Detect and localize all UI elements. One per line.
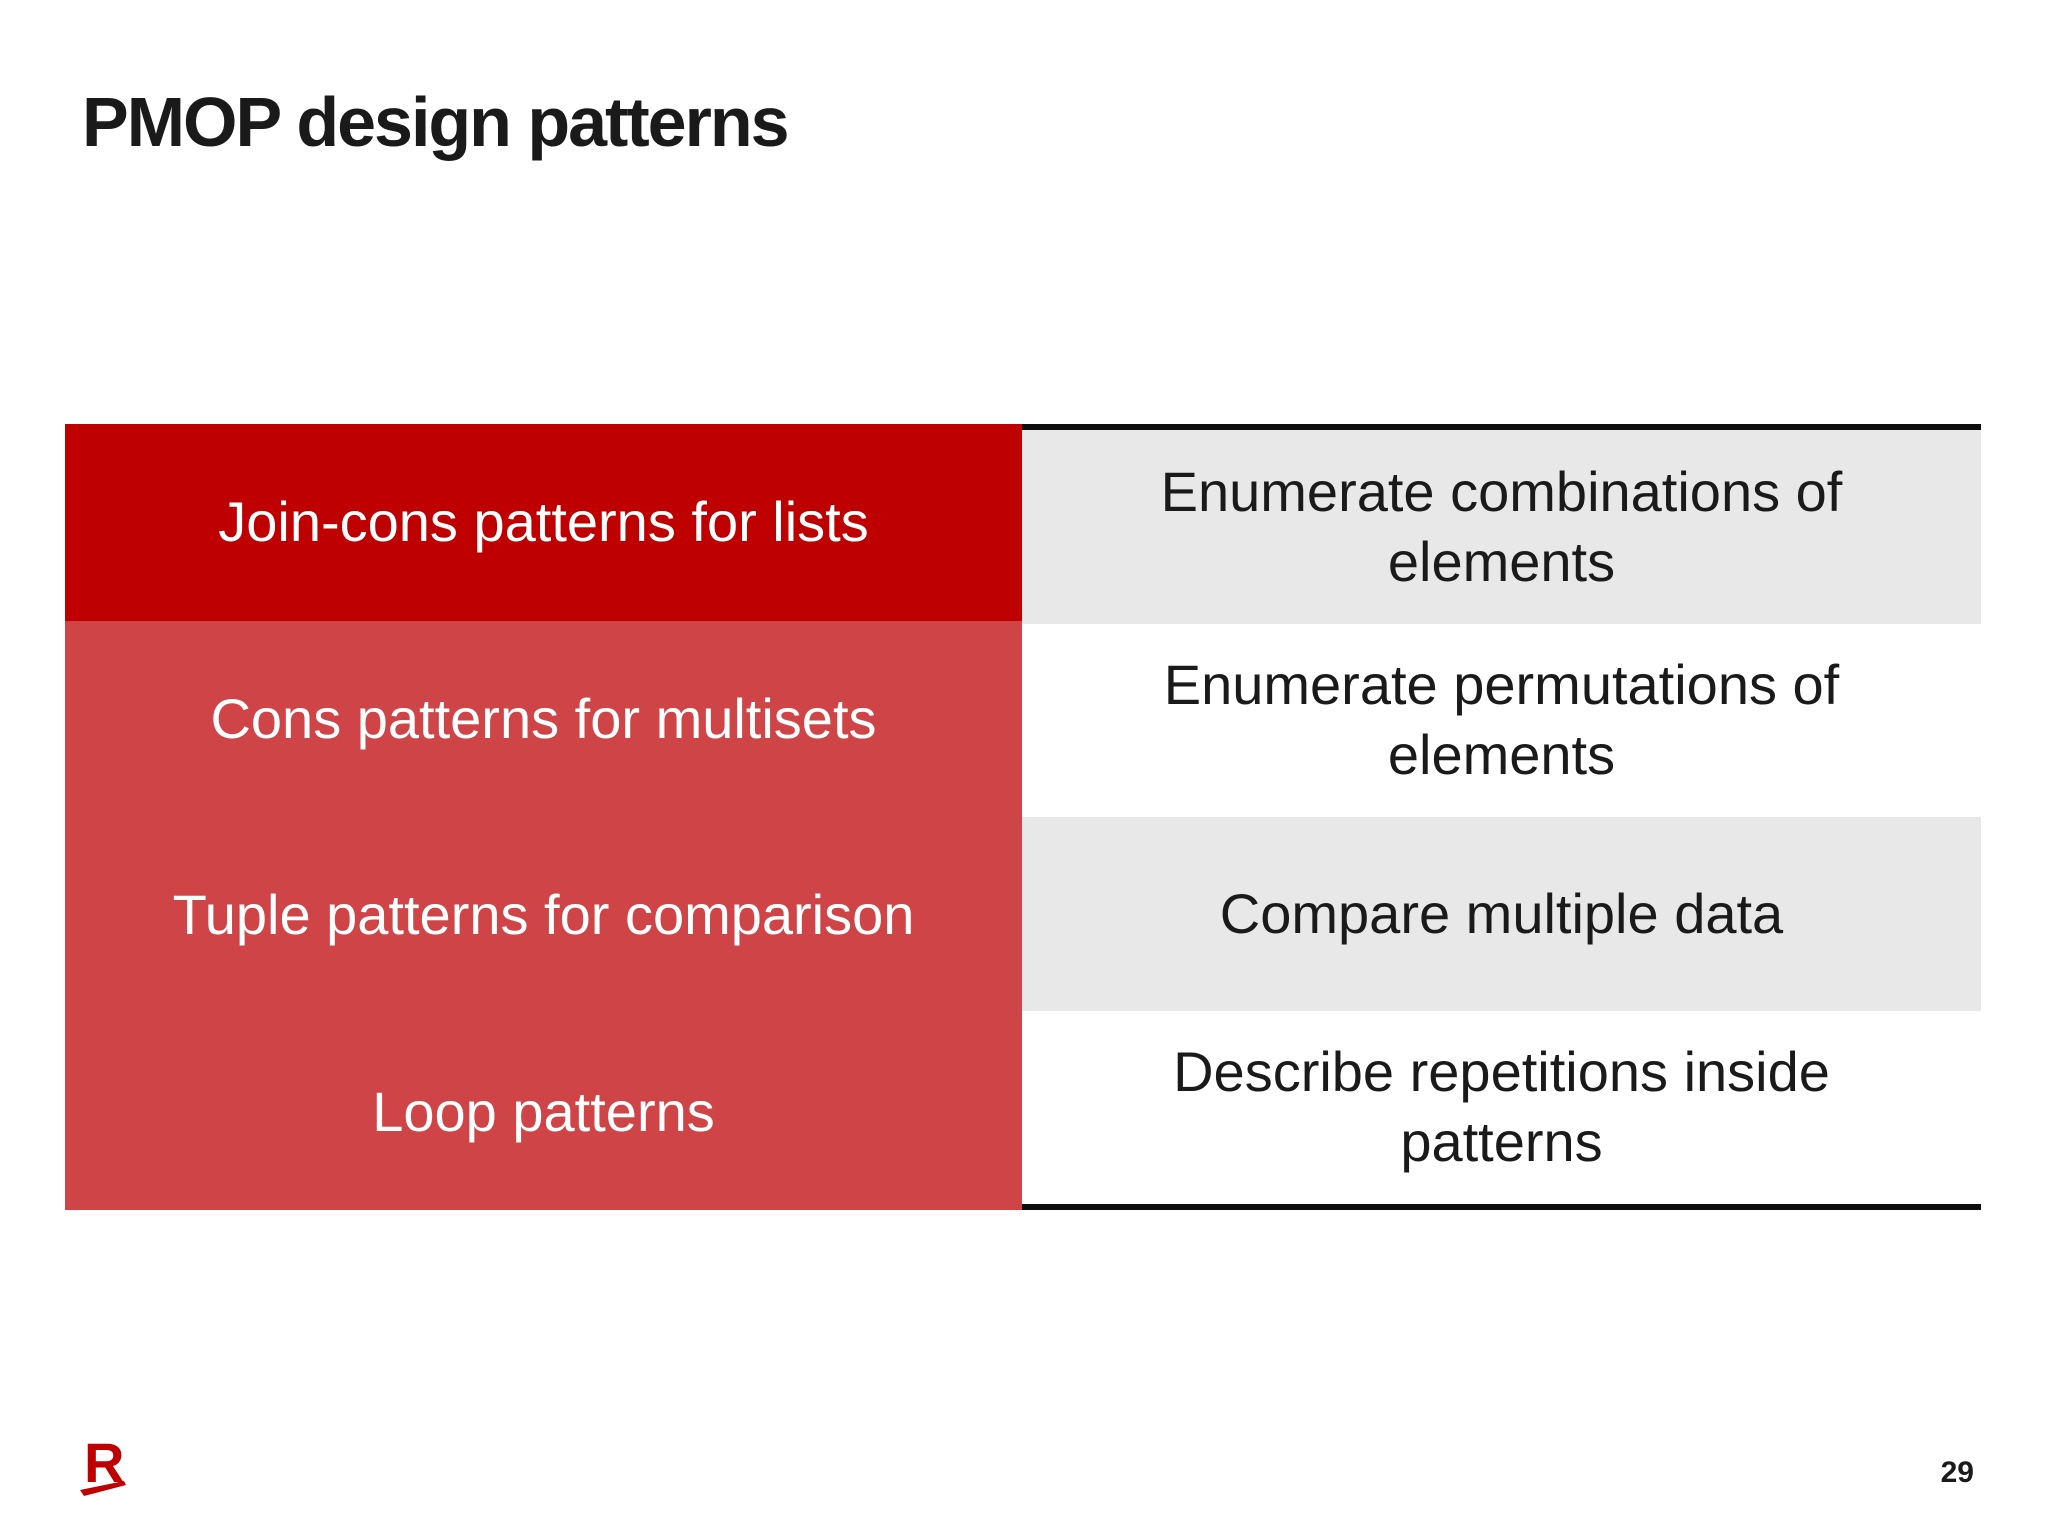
pattern-label: Join-cons patterns for lists (218, 490, 869, 554)
pattern-description-column: Enumerate combinations of elements Enume… (1022, 424, 1981, 1210)
table-row-description: Describe repetitions inside patterns (1022, 1010, 1981, 1204)
description-label: Enumerate combinations of elements (1160, 459, 1843, 593)
table-row-description: Compare multiple data (1022, 817, 1981, 1011)
table-row-pattern: Loop patterns (65, 1013, 1022, 1210)
description-label: Enumerate permutations of elements (1163, 653, 1840, 787)
table-row-description: Enumerate combinations of elements (1022, 430, 1981, 624)
page-number: 29 (1940, 1456, 1974, 1489)
pattern-label: Tuple patterns for comparison (172, 883, 915, 947)
table-row-pattern: Join-cons patterns for lists (65, 424, 1022, 621)
patterns-table: Join-cons patterns for lists Cons patter… (65, 424, 1981, 1210)
description-label: Compare multiple data (1219, 881, 1784, 945)
pattern-label: Cons patterns for multisets (210, 686, 877, 750)
rakuten-logo-icon: R (80, 1438, 126, 1496)
rakuten-logo-swoosh (80, 1481, 126, 1496)
pattern-label: Loop patterns (372, 1079, 715, 1143)
table-row-description: Enumerate permutations of elements (1022, 623, 1981, 817)
table-row-pattern: Cons patterns for multisets (65, 620, 1022, 817)
pattern-name-column: Join-cons patterns for lists Cons patter… (65, 424, 1022, 1210)
description-label: Describe repetitions inside patterns (1173, 1040, 1830, 1174)
slide-title: PMOP design patterns (82, 83, 790, 161)
table-row-pattern: Tuple patterns for comparison (65, 817, 1022, 1014)
